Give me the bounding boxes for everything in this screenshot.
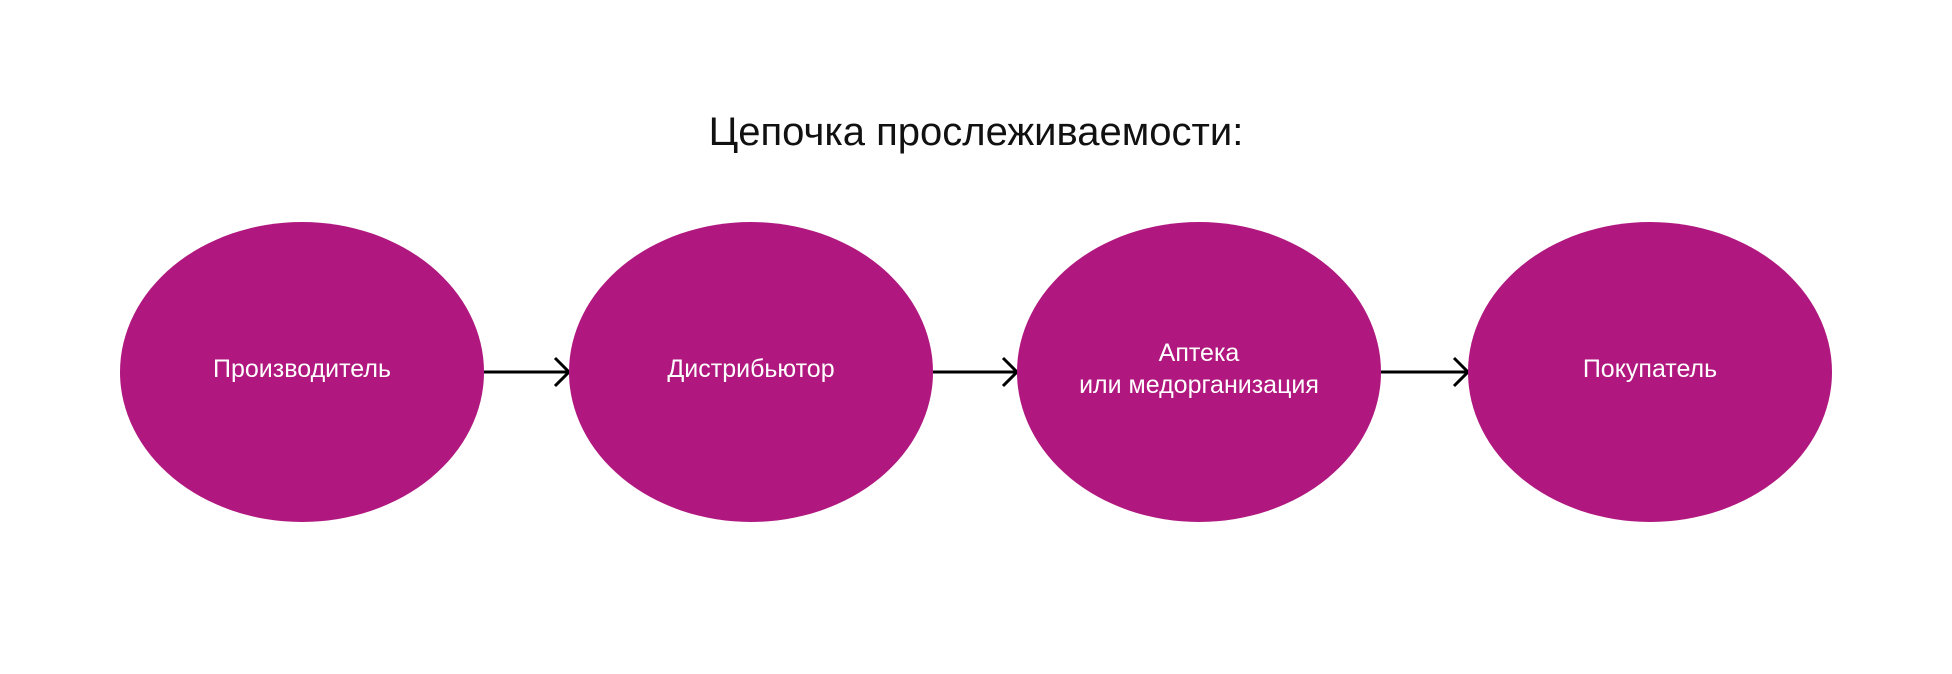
- node-label: Производитель: [213, 355, 391, 383]
- node-ellipse: [569, 222, 933, 522]
- diagram-title: Цепочка прослеживаемости:: [708, 110, 1244, 154]
- arrow-icon: [1381, 356, 1471, 388]
- node-ellipse: [1468, 222, 1832, 522]
- node-label: Покупатель: [1582, 355, 1718, 383]
- arrow-icon: [484, 356, 572, 388]
- node-ellipse: [1017, 222, 1381, 522]
- node-ellipse: [120, 222, 484, 522]
- node-label: Дистрибьютор: [667, 355, 835, 383]
- arrow-icon: [933, 356, 1020, 388]
